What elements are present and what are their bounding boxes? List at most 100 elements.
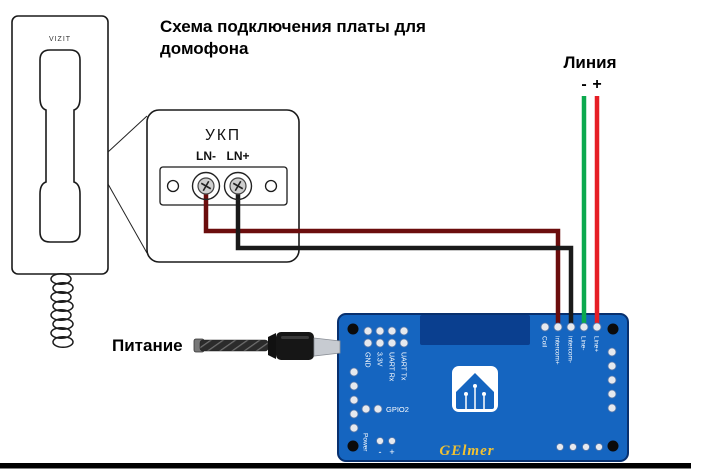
board-brand: GElmer — [439, 443, 494, 459]
pad — [388, 437, 396, 445]
screw-ring — [191, 171, 221, 201]
power-label: Питание — [112, 336, 183, 355]
wire-ln-plus — [235, 186, 574, 329]
screw-cross — [200, 180, 212, 192]
screw-cross — [232, 180, 244, 192]
cord-loop — [52, 281, 74, 295]
terminal-hole — [166, 179, 180, 193]
wires — [203, 96, 600, 329]
node — [464, 392, 468, 396]
usb-cable — [193, 332, 341, 360]
gpio-label: GPIO2 — [386, 405, 409, 414]
line-label: Линия — [563, 53, 616, 72]
pad — [349, 395, 359, 405]
screw-terminals — [191, 171, 253, 201]
wire-ln-minus — [203, 186, 561, 329]
pad — [595, 443, 603, 451]
connector-highlight — [281, 336, 309, 339]
diagram-title: Схема подключения платы для домофона — [160, 17, 426, 58]
terminal-strip — [159, 166, 288, 206]
strain-relief — [268, 333, 276, 359]
pin-label-line-plus: Line+ — [593, 336, 600, 352]
pad — [607, 389, 617, 399]
pad — [349, 381, 359, 391]
ukp-label: УКП — [205, 127, 241, 144]
handset-cord — [50, 272, 74, 349]
pad — [349, 423, 359, 433]
screw-terminal-ln-plus — [223, 171, 253, 201]
pad — [349, 409, 359, 419]
pad — [375, 338, 385, 348]
top-right-pins — [540, 322, 602, 332]
home-assistant-logo — [452, 366, 498, 412]
callout-lines — [107, 115, 148, 254]
circuit-traces — [465, 388, 485, 409]
pad — [592, 322, 602, 332]
pin-label-coil: Coil — [541, 336, 548, 348]
pad — [569, 443, 577, 451]
pcb-details: GND 3.3V UART Rx UART Tx GPIO2 Power — [349, 322, 617, 459]
pad — [553, 322, 563, 332]
screw-slot — [234, 180, 242, 192]
pad — [373, 404, 383, 414]
pin-label-3v3: 3.3V — [376, 352, 383, 367]
cord-loop — [50, 308, 72, 322]
pin-label-intercom-plus: intercom+ — [554, 336, 561, 365]
micro-usb-tip — [313, 337, 341, 357]
node — [473, 384, 477, 388]
pad — [376, 437, 384, 445]
pad — [540, 322, 550, 332]
screw-ring — [223, 171, 253, 201]
power-minus-mark: - — [379, 447, 382, 457]
mounting-hole — [347, 323, 359, 335]
braided-cable — [199, 339, 269, 352]
cord-loop — [52, 335, 74, 349]
intercom-handset-unit: VIZIT — [11, 15, 109, 349]
power-pads — [376, 437, 396, 445]
bottom-divider-bar — [0, 463, 691, 469]
pad — [387, 338, 397, 348]
gpio-pads — [361, 404, 383, 414]
cord-loop — [52, 299, 74, 313]
pad — [607, 361, 617, 371]
pad — [387, 326, 397, 336]
pin-label-uart-tx: UART Tx — [400, 352, 407, 381]
handset — [39, 49, 81, 243]
circuit-nodes — [464, 384, 486, 396]
pcb-shield-region — [420, 315, 530, 345]
right-edge-pads — [607, 347, 617, 413]
pad — [582, 443, 590, 451]
pad — [399, 326, 409, 336]
mounting-hole — [607, 440, 619, 452]
pad — [607, 375, 617, 385]
left-edge-pads — [349, 367, 359, 433]
terminal-hole — [264, 179, 278, 193]
node — [482, 392, 486, 396]
pad — [607, 403, 617, 413]
callout-line — [107, 115, 148, 153]
cord-loop — [50, 326, 72, 340]
pad — [361, 404, 371, 414]
pad — [363, 338, 373, 348]
pad — [363, 326, 373, 336]
pad — [556, 443, 564, 451]
uart-pads — [363, 326, 409, 348]
board-power-label: Power — [362, 433, 369, 452]
line-minus-mark: - — [581, 76, 586, 93]
mounting-hole — [607, 323, 619, 335]
ln-minus-label: LN- — [196, 149, 216, 163]
callout-line — [107, 183, 148, 254]
pad — [349, 367, 359, 377]
pad — [375, 326, 385, 336]
mounting-hole — [347, 440, 359, 452]
cord-loop — [50, 272, 72, 286]
ln-plus-label: LN+ — [226, 149, 249, 163]
line-plus-mark: + — [592, 76, 601, 93]
bottom-right-pads — [556, 443, 603, 451]
pin-label-intercom-minus: intercom- — [567, 336, 574, 363]
handset-brand: VIZIT — [49, 36, 71, 43]
pad — [607, 347, 617, 357]
cord-loop — [52, 317, 74, 331]
power-plus-mark: + — [389, 447, 394, 457]
